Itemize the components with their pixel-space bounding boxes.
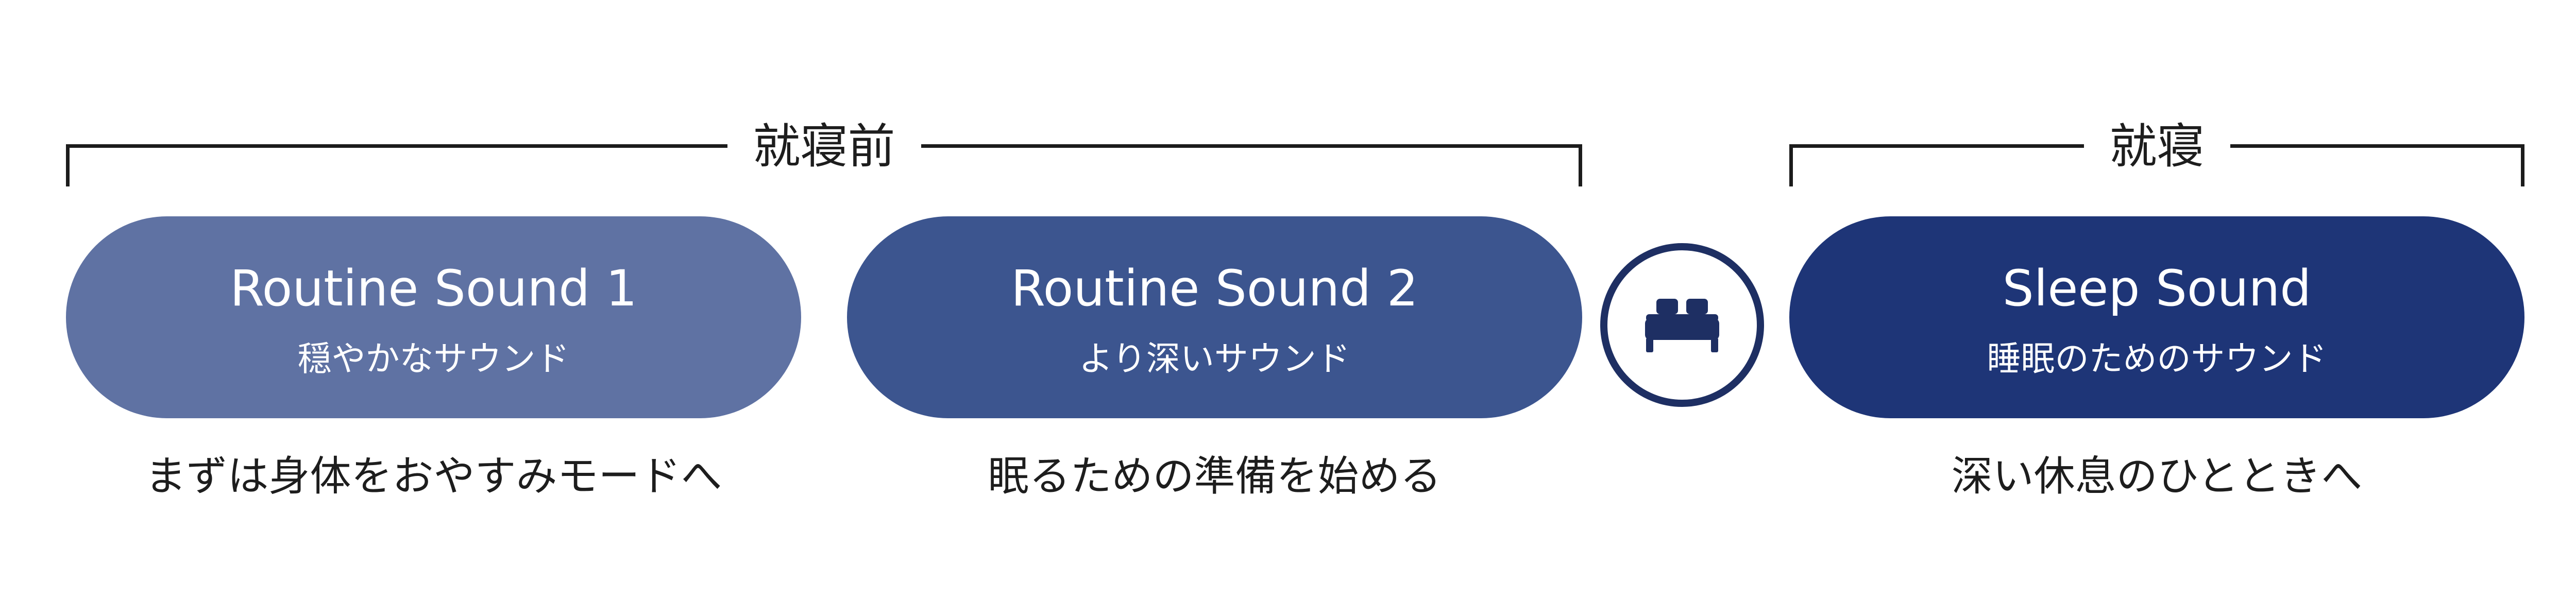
bed-icon-circle [1600, 243, 1764, 407]
routine-sound-1-title: Routine Sound 1 [230, 260, 637, 317]
phase-label-sleep: 就寝 [2083, 116, 2230, 178]
routine-sound-1-subtitle: 穏やかなサウンド [297, 339, 570, 379]
bed-icon [1645, 299, 1719, 352]
bracket-before-sleep: 就寝前 [66, 116, 1582, 186]
routine-sound-1-pill: Routine Sound 1 穏やかなサウンド [66, 216, 801, 418]
routine-sound-2-title: Routine Sound 2 [1011, 260, 1418, 317]
sleep-sound-title: Sleep Sound [2002, 260, 2312, 317]
sleep-sound-subtitle: 睡眠のためのサウンド [1987, 339, 2327, 379]
sleep-sound-pill: Sleep Sound 睡眠のためのサウンド [1789, 216, 2524, 418]
routine-sound-2-pill: Routine Sound 2 より深いサウンド [847, 216, 1582, 418]
bracket-sleep: 就寝 [1789, 116, 2524, 186]
routine-sound-2-caption: 眠るための準備を始める [988, 452, 1442, 500]
sleep-sound-caption: 深い休息のひとときへ [1951, 452, 2363, 500]
routine-sound-2-subtitle: より深いサウンド [1079, 339, 1350, 379]
phase-label-before-sleep: 就寝前 [727, 116, 921, 178]
routine-sound-1-caption: まずは身体をおやすみモードへ [145, 452, 722, 500]
